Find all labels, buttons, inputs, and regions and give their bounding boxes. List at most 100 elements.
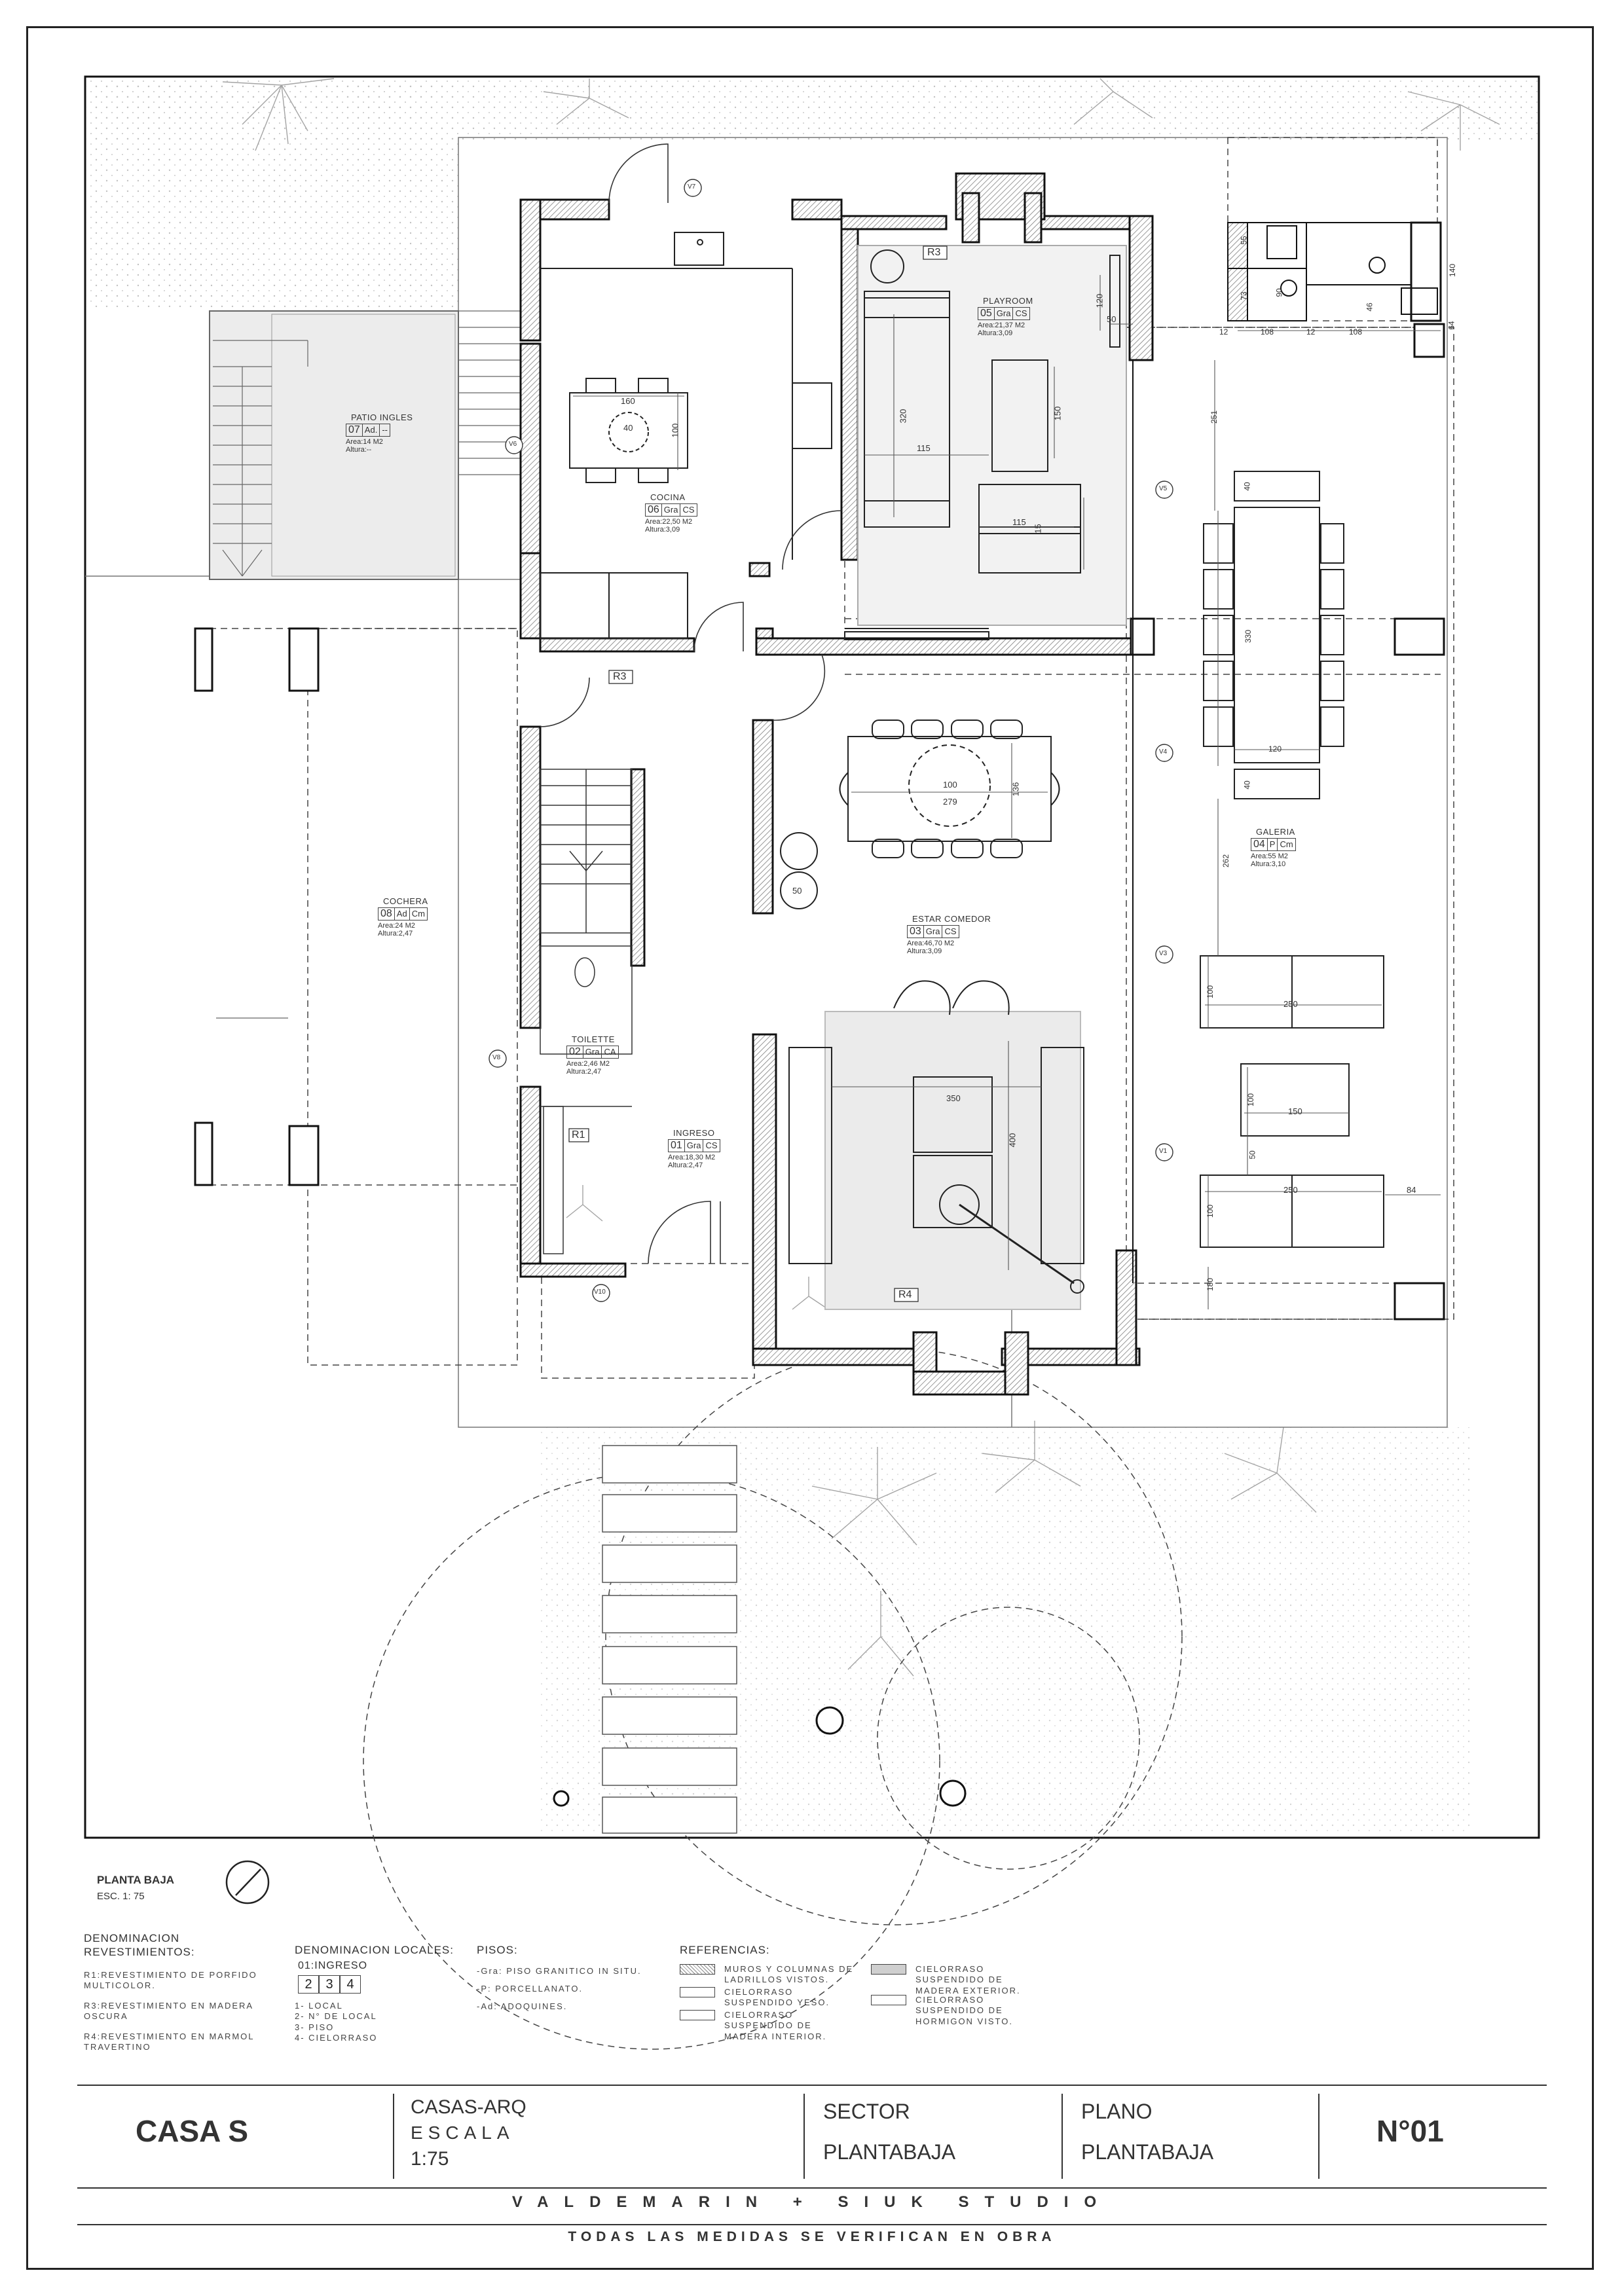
room-name: PATIO INGLES bbox=[351, 412, 413, 422]
swatch-madera-interior bbox=[680, 2010, 715, 2020]
room-floor: Gra bbox=[994, 307, 1014, 320]
room-height: Altura:3,09 bbox=[978, 329, 1013, 337]
tag-r1: R1 bbox=[572, 1129, 585, 1140]
locales-key: 2 bbox=[298, 1975, 319, 1994]
room-area: Area:2,46 M2 bbox=[566, 1060, 610, 1068]
dim: 12 bbox=[1219, 327, 1228, 337]
dim: 350 bbox=[946, 1093, 961, 1103]
room-number: 02 bbox=[566, 1046, 583, 1059]
dim: 100 bbox=[1206, 1204, 1215, 1218]
titleblock-divider bbox=[1061, 2094, 1063, 2179]
dim: 330 bbox=[1244, 629, 1253, 644]
dim: 150 bbox=[1288, 1106, 1302, 1116]
tree-trunks bbox=[553, 1706, 967, 1807]
legend-ref-title: REFERENCIAS: bbox=[680, 1944, 770, 1956]
sector-label: SECTOR bbox=[823, 2100, 910, 2123]
legend-revest-title: DENOMINACION REVESTIMIENTOS: bbox=[84, 1932, 195, 1959]
dining bbox=[780, 720, 1060, 909]
room-name: INGRESO bbox=[673, 1128, 715, 1138]
room-floor: Gra bbox=[923, 925, 943, 938]
titleblock-divider bbox=[393, 2094, 394, 2179]
room-area: Area:22,50 M2 bbox=[645, 518, 693, 526]
legend-ref-item: CIELORRASO SUSPENDIDO DE HORMIGON VISTO. bbox=[915, 1995, 1013, 2026]
room-ceiling: -- bbox=[380, 424, 390, 437]
room-height: Altura:3,09 bbox=[645, 526, 680, 534]
dim: 55 bbox=[1239, 236, 1249, 245]
dimension-lines bbox=[573, 275, 1441, 1309]
room-number: 01 bbox=[668, 1139, 685, 1152]
plan-title: PLANTA BAJA bbox=[97, 1874, 175, 1886]
tag-r3-hall: R3 bbox=[613, 671, 627, 682]
room-height: Altura:3,09 bbox=[907, 947, 942, 955]
client-name: CASAS-ARQ bbox=[411, 2096, 526, 2118]
titleblock-divider bbox=[1318, 2094, 1320, 2179]
legend-revest-item: R3:REVESTIMIENTO EN MADERA OSCURA bbox=[84, 2001, 254, 2022]
titleblock-divider bbox=[803, 2094, 805, 2179]
legend-ref-item: MUROS Y COLUMNAS DE LADRILLOS VISTOS. bbox=[724, 1964, 854, 1985]
dim: 84 bbox=[1407, 1185, 1416, 1195]
room-number: 03 bbox=[907, 925, 924, 938]
legend-ref-row: CIELORRASO SUSPENDIDO DE HORMIGON VISTO. bbox=[871, 1995, 1013, 2027]
dim: 160 bbox=[621, 396, 635, 406]
dim: 120 bbox=[1268, 744, 1282, 754]
legend-ref-item: CIELORRASO SUSPENDIDO DE MADERA EXTERIOR… bbox=[915, 1964, 1021, 1995]
dim: 250 bbox=[1283, 999, 1298, 1009]
room-ceiling: Cm bbox=[409, 907, 428, 920]
dim: 150 bbox=[1052, 406, 1063, 421]
locales-key: 4 bbox=[340, 1975, 361, 1994]
galeria-lines bbox=[1132, 222, 1438, 1283]
legend-pisos-title: PISOS: bbox=[477, 1944, 518, 1956]
section-v1: V1 bbox=[1159, 1148, 1168, 1155]
tag-r4: R4 bbox=[898, 1289, 912, 1300]
dim: 40 bbox=[1242, 780, 1252, 790]
locales-key: 3 bbox=[319, 1975, 340, 1994]
room-number: 04 bbox=[1251, 838, 1268, 851]
legend-ref-row: CIELORRASO SUSPENDIDO DE MADERA INTERIOR… bbox=[680, 2010, 826, 2042]
dim: 100 bbox=[943, 780, 957, 790]
room-floor: P bbox=[1267, 838, 1278, 851]
stair bbox=[540, 769, 633, 1254]
verification-note: TODAS LAS MEDIDAS SE VERIFICAN EN OBRA bbox=[568, 2229, 1056, 2244]
coating-tags bbox=[568, 246, 948, 1302]
cochera-pillars bbox=[194, 627, 320, 1186]
kitchen bbox=[540, 232, 832, 639]
legend-locales-items: 1- LOCAL 2- N° DE LOCAL 3- PISO 4- CIELO… bbox=[295, 2001, 378, 2043]
dim: 64 bbox=[1447, 321, 1456, 330]
dim: 108 bbox=[1349, 327, 1363, 337]
legend-locales-example: 01:INGRESO bbox=[298, 1960, 368, 1971]
stepping-stones bbox=[602, 1445, 737, 1834]
legend-pisos-item: -Gra: PISO GRANITICO IN SITU. bbox=[477, 1966, 642, 1976]
room-number: 08 bbox=[378, 907, 395, 920]
dim: 115 bbox=[1012, 517, 1026, 527]
dim: 115 bbox=[917, 443, 931, 453]
legend-revest-item: R4:REVESTIMIENTO EN MARMOL TRAVERTINO bbox=[84, 2032, 255, 2052]
room-name: ESTAR COMEDOR bbox=[912, 914, 991, 924]
room-name: TOILETTE bbox=[572, 1034, 615, 1044]
swatch-madera-exterior bbox=[871, 1964, 906, 1975]
room-area: Area:18,30 M2 bbox=[668, 1154, 716, 1161]
legend-ref-item: CIELORRASO SUSPENDIDO DE MADERA INTERIOR… bbox=[724, 2010, 827, 2041]
living bbox=[788, 980, 1084, 1310]
dim: 279 bbox=[943, 797, 957, 807]
dim: 90 bbox=[1274, 288, 1284, 297]
room-ceiling: CS bbox=[680, 503, 697, 517]
dim: 108 bbox=[1261, 327, 1274, 337]
dim: 140 bbox=[1448, 263, 1458, 278]
dim: 40 bbox=[1242, 482, 1252, 491]
legend-ref-row: MUROS Y COLUMNAS DE LADRILLOS VISTOS. bbox=[680, 1964, 853, 1986]
room-area: Area:21,37 M2 bbox=[978, 321, 1025, 329]
titleblock-low-line bbox=[77, 2224, 1547, 2225]
room-number: 07 bbox=[346, 424, 363, 437]
legend-ref-row: CIELORRASO SUSPENDIDO DE MADERA EXTERIOR… bbox=[871, 1964, 1021, 1996]
